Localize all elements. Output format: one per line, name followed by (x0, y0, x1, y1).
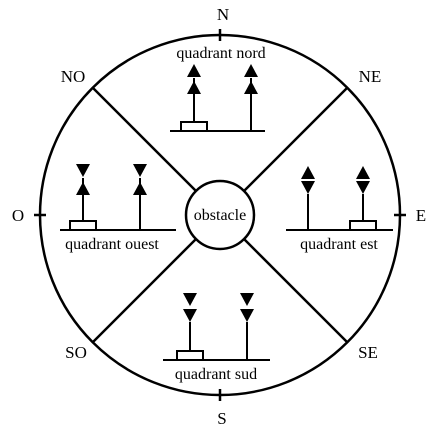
cone-up-icon (187, 81, 201, 94)
quadrant-est-label: quadrant est (300, 236, 378, 253)
cone-down-icon (183, 309, 197, 322)
marker-group-nord: quadrant nord (170, 45, 266, 132)
cone-down-icon (76, 164, 90, 177)
cone-down-icon (183, 293, 197, 306)
cone-up-icon (244, 64, 258, 77)
buoy-body-est (349, 220, 377, 231)
cone-up-icon (133, 182, 147, 195)
cone-down-icon (240, 309, 254, 322)
marker-group-sud: quadrant sud (163, 293, 270, 383)
cone-down-icon (133, 164, 147, 177)
buoy-body-sud (176, 350, 204, 361)
compass-no: NO (61, 67, 86, 86)
compass-e: E (416, 206, 426, 225)
quadrant-nord-label: quadrant nord (176, 45, 265, 62)
quadrant-sud-label: quadrant sud (175, 366, 257, 383)
cone-up-icon (301, 166, 315, 179)
cone-down-icon (240, 293, 254, 306)
quadrant-ouest-label: quadrant ouest (65, 236, 159, 253)
marker-group-ouest: quadrant ouest (60, 164, 176, 253)
compass-se: SE (358, 343, 378, 362)
diagonal-ne (243, 87, 348, 192)
cone-up-icon (76, 182, 90, 195)
compass-n: N (217, 5, 229, 24)
cone-down-icon (356, 181, 370, 194)
cone-up-icon (187, 64, 201, 77)
obstacle-label: obstacle (194, 207, 246, 224)
cone-up-icon (356, 166, 370, 179)
cone-up-icon (244, 81, 258, 94)
compass-ne: NE (359, 67, 382, 86)
buoy-body-ouest (69, 220, 97, 231)
diagonal-sw (92, 238, 197, 343)
compass-o: O (12, 206, 24, 225)
compass-s: S (217, 409, 226, 428)
obstacle-circle (184, 179, 256, 251)
buoy-body-nord (180, 121, 208, 132)
diagonal-nw (92, 87, 197, 192)
diagonal-se (243, 238, 348, 343)
cone-down-icon (301, 181, 315, 194)
marker-group-est: quadrant est (286, 166, 393, 253)
compass-so: SO (65, 343, 87, 362)
